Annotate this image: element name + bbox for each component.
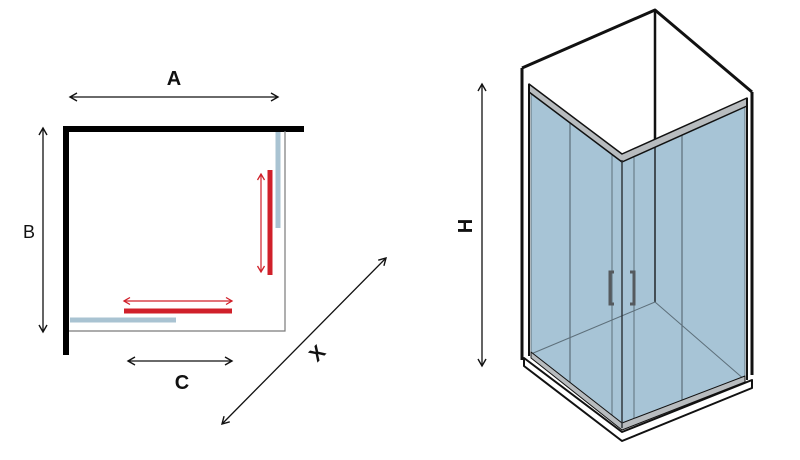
plan-view: A B C X xyxy=(23,68,387,426)
dimension-h-label: H xyxy=(455,219,477,233)
ceiling-outline xyxy=(521,8,753,94)
dimension-a-label: A xyxy=(167,68,181,90)
perspective-view: H xyxy=(455,8,754,442)
shower-tray xyxy=(523,357,753,442)
dimension-x-label: X xyxy=(305,341,330,366)
floor-back-right xyxy=(654,301,746,381)
door-handle-icon xyxy=(608,270,636,306)
dimension-c-label: C xyxy=(175,372,189,394)
dimension-b-label: B xyxy=(23,222,35,242)
dimension-x-arrow xyxy=(221,256,387,426)
